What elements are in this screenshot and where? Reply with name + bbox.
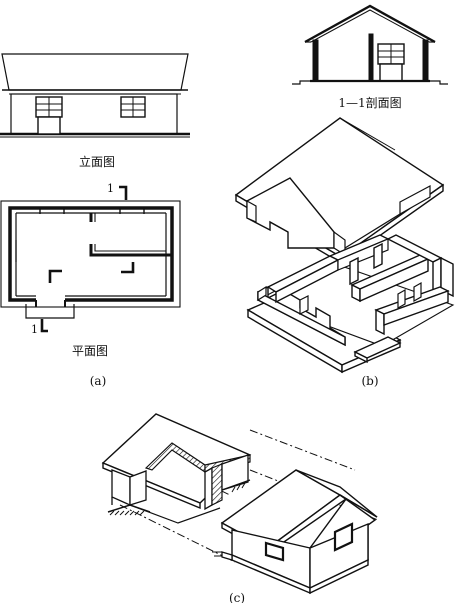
elevation-door xyxy=(37,116,61,135)
plan-drawing xyxy=(0,185,181,333)
section-roof xyxy=(304,4,436,44)
panel-a-label: (a) xyxy=(90,374,107,388)
plan-interior-walls xyxy=(89,213,172,257)
cutting-plane-line-1 xyxy=(119,504,236,563)
panel-b-label: (b) xyxy=(361,374,378,388)
cutaway-house-drawing xyxy=(101,413,379,595)
section-ground-left xyxy=(292,80,310,85)
elevation-window-right xyxy=(120,96,146,118)
plan-corner-mark-left xyxy=(48,269,62,283)
section-wall-middle xyxy=(368,33,374,82)
section-marker-top xyxy=(119,185,128,200)
section-label: 1—1剖面图 xyxy=(338,96,401,110)
panel-c-label: (c) xyxy=(229,591,245,603)
plan-corner-mark-right xyxy=(121,262,135,274)
section-ground-right xyxy=(430,80,448,85)
cutaway-left-half xyxy=(101,413,252,524)
exploded-house-drawing xyxy=(234,117,455,374)
exploded-roof xyxy=(234,117,445,265)
cutting-plane-line-3 xyxy=(249,429,356,471)
section-wall-left xyxy=(312,39,319,82)
section-drawing xyxy=(292,4,448,85)
elevation-drawing xyxy=(0,53,190,138)
section-wall-right xyxy=(422,39,429,82)
elevation-label: 立面图 xyxy=(79,154,115,169)
plan-boundary xyxy=(0,200,181,308)
section-marker-bottom-label: 1 xyxy=(31,323,38,336)
cutaway-right-house xyxy=(212,469,378,595)
exploded-walls xyxy=(246,234,455,374)
section-window xyxy=(377,43,405,65)
plan-entrance-step xyxy=(25,304,75,319)
section-door xyxy=(379,63,403,82)
section-marker-bottom xyxy=(40,319,48,333)
plan-label: 平面图 xyxy=(72,344,108,358)
cutaway-window-front xyxy=(264,541,285,562)
plan-exterior-walls xyxy=(8,206,174,302)
cutaway-window-side xyxy=(333,522,354,552)
section-marker-top-label: 1 xyxy=(107,182,114,195)
elevation-window-left xyxy=(35,96,63,118)
elevation-roof xyxy=(1,53,189,91)
